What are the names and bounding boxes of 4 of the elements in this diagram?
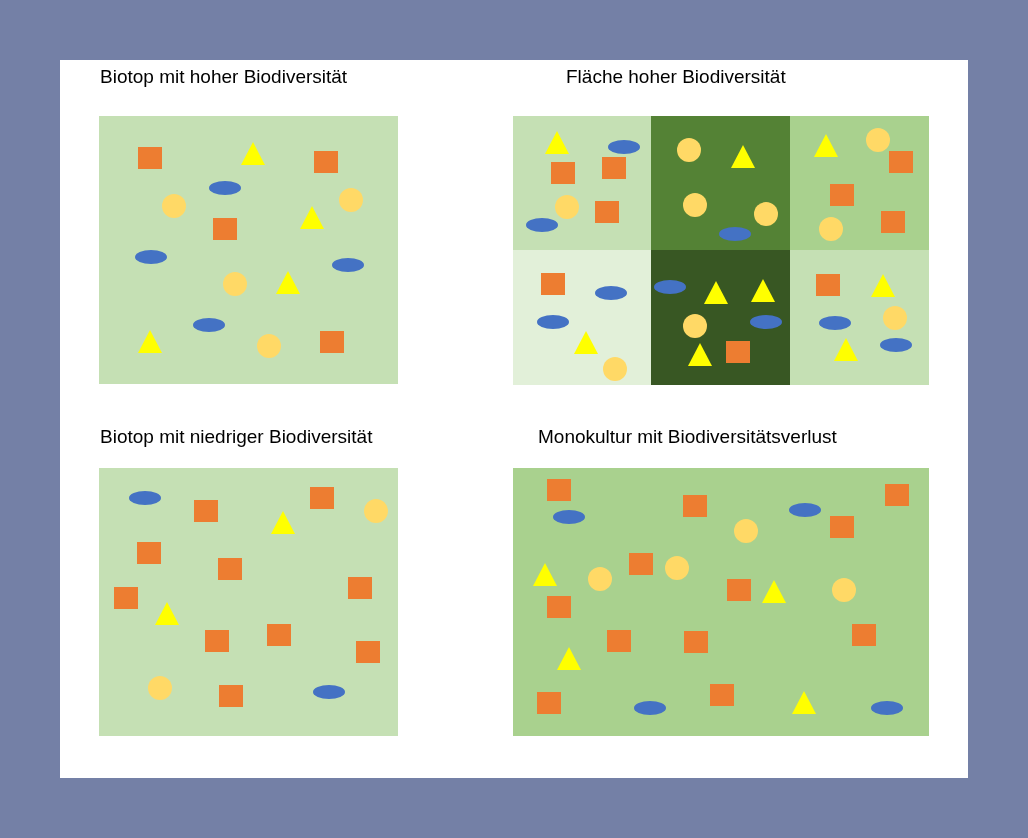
panel-heading: Monokultur mit Biodiversitätsverlust: [538, 426, 837, 448]
panel-heading: Biotop mit hoher Biodiversität: [100, 66, 348, 88]
panel-heading: Fläche hoher Biodiversität: [566, 66, 786, 88]
panel-heading: Biotop mit niedriger Biodiversität: [100, 426, 373, 448]
